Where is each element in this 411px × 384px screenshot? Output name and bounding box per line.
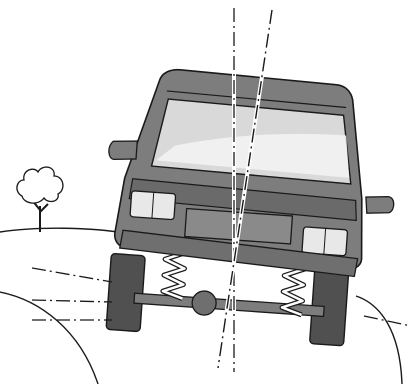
tree-icon (17, 167, 63, 232)
vehicle (96, 65, 402, 348)
left-mirror (108, 139, 137, 161)
right-mirror (365, 195, 394, 215)
differential-icon (191, 290, 217, 316)
